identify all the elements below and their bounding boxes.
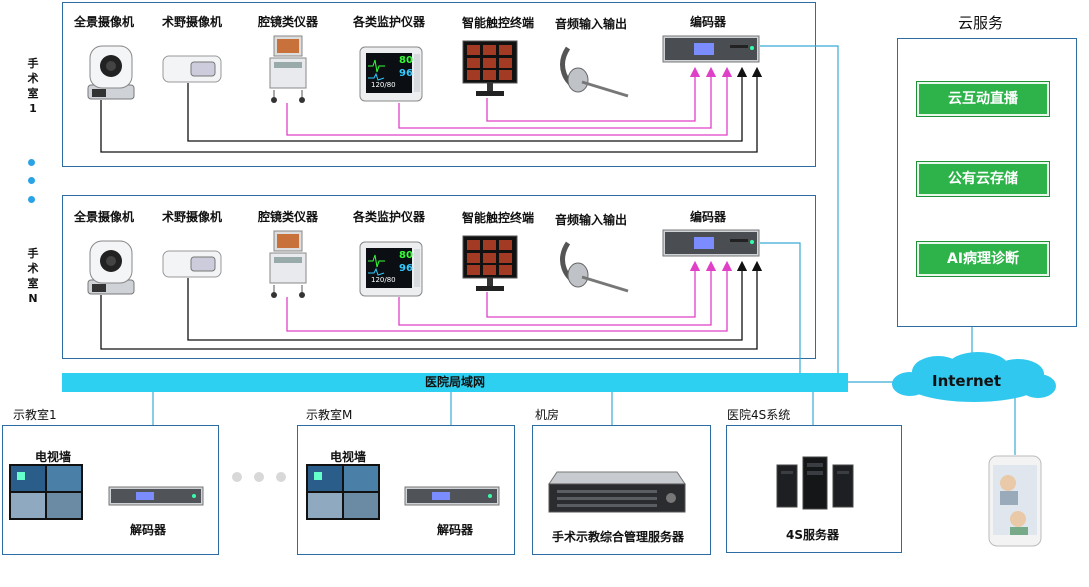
room-n-label: 手术室N	[27, 247, 39, 305]
device-label-field-camera: 术野摄像机	[162, 210, 223, 224]
device-label-monitors: 各类监护仪器	[353, 15, 426, 29]
monitor-spo2-value: 96	[399, 263, 413, 274]
decoder-device-icon	[404, 484, 502, 512]
room-1-label: 手术室1	[27, 57, 39, 115]
device-label-field-camera: 术野摄像机	[162, 15, 223, 29]
management-server-label: 手术示教综合管理服务器	[552, 530, 685, 544]
encoder-device-icon	[662, 32, 762, 68]
ellipsis-dot	[232, 472, 242, 482]
device-label-encoder: 编码器	[690, 210, 727, 224]
ellipsis-dot	[28, 159, 35, 166]
teaching-room-m-title: 示教室M	[306, 408, 353, 422]
tv-wall-icon	[9, 464, 83, 524]
decoder-label: 解码器	[130, 523, 167, 537]
encoder-device-icon	[662, 226, 762, 262]
panoramic-camera-icon	[84, 43, 138, 105]
cloud-storage-button[interactable]: 公有云存储	[916, 161, 1050, 197]
device-label-audio-io: 音频输入输出	[555, 213, 628, 227]
machine-room-title: 机房	[535, 408, 560, 422]
device-label-panoramic-camera: 全景摄像机	[74, 210, 135, 224]
monitor-bp-value: 120/80	[371, 81, 396, 89]
rack-server-icon	[547, 470, 687, 520]
cloud-title: 云服务	[958, 14, 1004, 32]
tv-wall-label: 电视墙	[35, 450, 72, 464]
field-camera-icon	[161, 54, 223, 88]
tv-wall-icon	[306, 464, 380, 524]
tower-servers-icon	[775, 455, 855, 515]
hospital-lan-bar: 医院局域网	[62, 373, 848, 392]
decoder-label: 解码器	[437, 523, 474, 537]
ellipsis-dot	[28, 196, 35, 203]
4s-server-label: 4S服务器	[786, 528, 839, 542]
device-label-monitors: 各类监护仪器	[353, 210, 426, 224]
monitor-bp-value: 120/80	[371, 276, 396, 284]
ellipsis-dot	[276, 472, 286, 482]
headset-icon	[558, 233, 634, 299]
field-camera-icon	[161, 249, 223, 283]
device-label-encoder: 编码器	[690, 15, 727, 29]
cloud-live-button[interactable]: 云互动直播	[916, 81, 1050, 117]
touch-terminal-icon	[462, 235, 518, 297]
ellipsis-dot	[28, 177, 35, 184]
touch-terminal-icon	[462, 40, 518, 102]
internet-label: Internet	[932, 372, 1002, 390]
device-label-touch-terminal: 智能触控终端	[462, 211, 535, 225]
monitor-spo2-value: 96	[399, 68, 413, 79]
device-label-panoramic-camera: 全景摄像机	[74, 15, 135, 29]
monitor-hr-value: 80	[399, 250, 413, 261]
teaching-room-1-title: 示教室1	[13, 408, 57, 422]
device-label-touch-terminal: 智能触控终端	[462, 16, 535, 30]
tv-wall-label: 电视墙	[330, 450, 367, 464]
ellipsis-dot	[254, 472, 264, 482]
patient-monitor-icon: 80 96 120/80	[359, 241, 423, 297]
device-label-endoscope: 腔镜类仪器	[258, 210, 319, 224]
monitor-hr-value: 80	[399, 55, 413, 66]
internet-cloud-icon: Internet	[888, 352, 1060, 404]
device-label-endoscope: 腔镜类仪器	[258, 15, 319, 29]
panoramic-camera-icon	[84, 238, 138, 300]
room-1-wires	[100, 66, 763, 153]
room-n-wires	[100, 260, 763, 350]
headset-icon	[558, 38, 634, 104]
hospital-lan-label: 医院局域网	[424, 375, 485, 389]
endoscope-cart-icon	[266, 229, 312, 303]
decoder-device-icon	[108, 484, 206, 512]
endoscope-cart-icon	[266, 34, 312, 108]
smartphone-icon	[988, 455, 1042, 551]
device-label-audio-io: 音频输入输出	[555, 17, 628, 31]
hospital-4s-title: 医院4S系统	[727, 408, 791, 422]
patient-monitor-icon: 80 96 120/80	[359, 46, 423, 102]
cloud-ai-diagnosis-button[interactable]: AI病理诊断	[916, 241, 1050, 277]
